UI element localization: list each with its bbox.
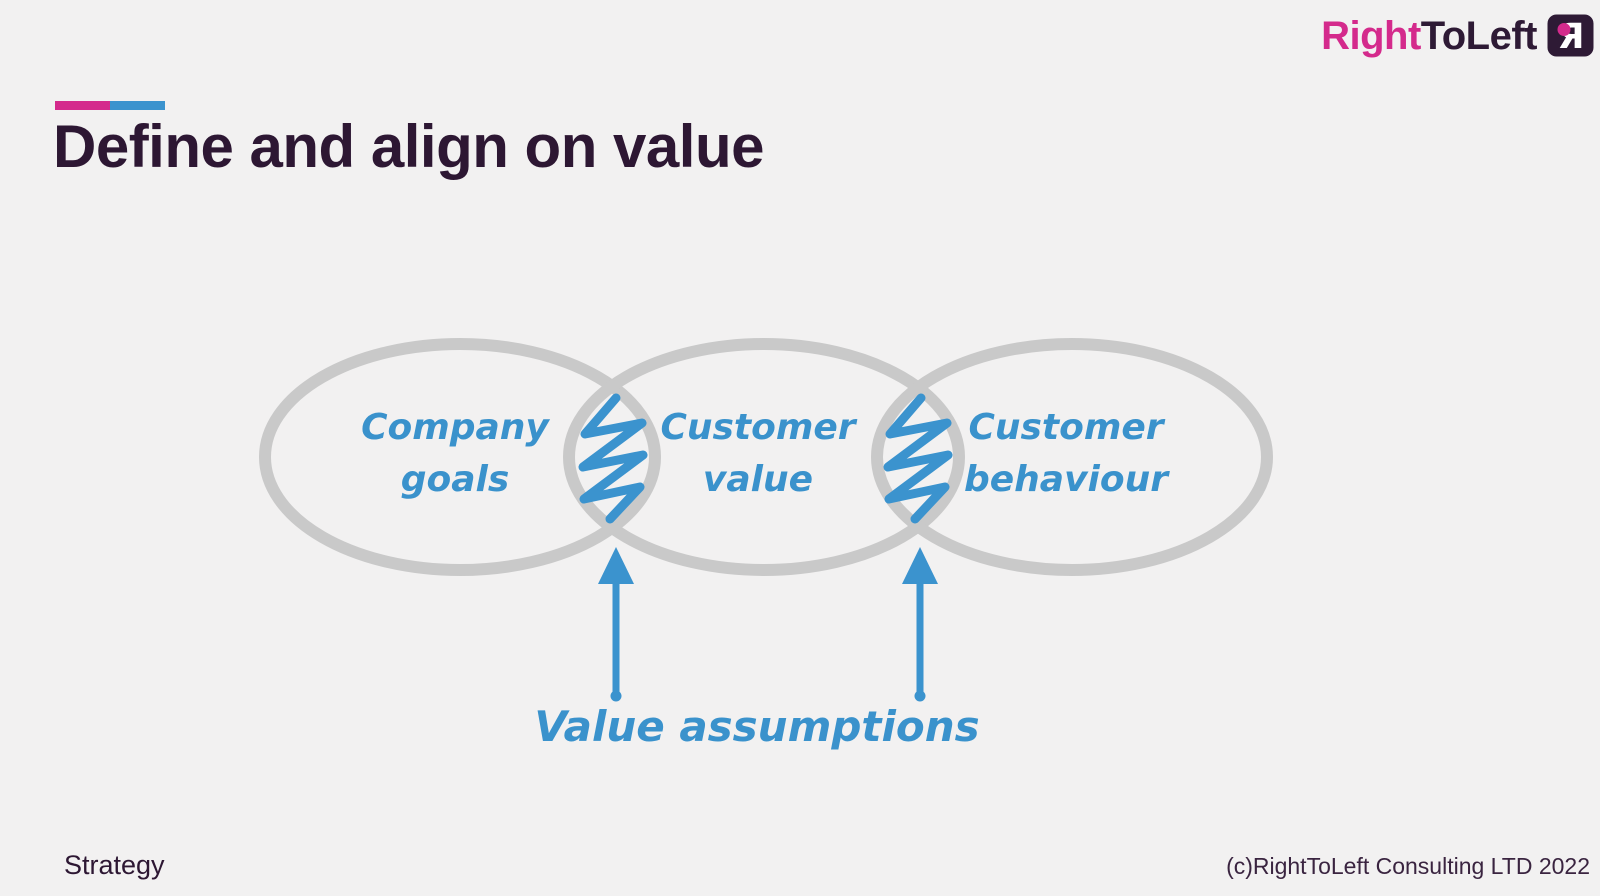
brand-logo-text: RightToLeft <box>1321 16 1537 56</box>
hatch-right-intersection <box>883 393 953 524</box>
value-assumptions-label: Value assumptions <box>534 702 980 751</box>
accent-bar-pink-segment <box>55 101 110 110</box>
accent-bar-blue-segment <box>110 101 165 110</box>
ellipse-label-customer-value: Customer value <box>660 407 856 501</box>
ellipse-label-customer-behaviour: Customer behaviour <box>963 407 1169 501</box>
arrow-left <box>598 547 634 702</box>
logo-pink-dot <box>1557 23 1571 36</box>
brand-logo: RightToLeft Я <box>1321 14 1594 57</box>
hatch-left-intersection <box>578 393 648 524</box>
ellipse-company-goals <box>259 338 661 576</box>
ellipse-label-company-goals: Company goals <box>361 407 549 501</box>
footer-copyright: (c)RightToLeft Consulting LTD 2022 <box>1226 853 1590 879</box>
brand-logo-text-toleft: ToLeft <box>1420 13 1538 58</box>
brand-logo-text-right: Right <box>1321 13 1421 58</box>
mirrored-r-logo-icon: Я <box>1547 14 1594 57</box>
slide-title: Define and align on value <box>53 113 764 180</box>
ellipse-customer-value <box>563 338 965 576</box>
arrow-right <box>902 547 938 702</box>
footer-category: Strategy <box>64 850 165 880</box>
ellipse-customer-behaviour <box>871 338 1273 576</box>
title-accent-bar <box>55 101 165 110</box>
